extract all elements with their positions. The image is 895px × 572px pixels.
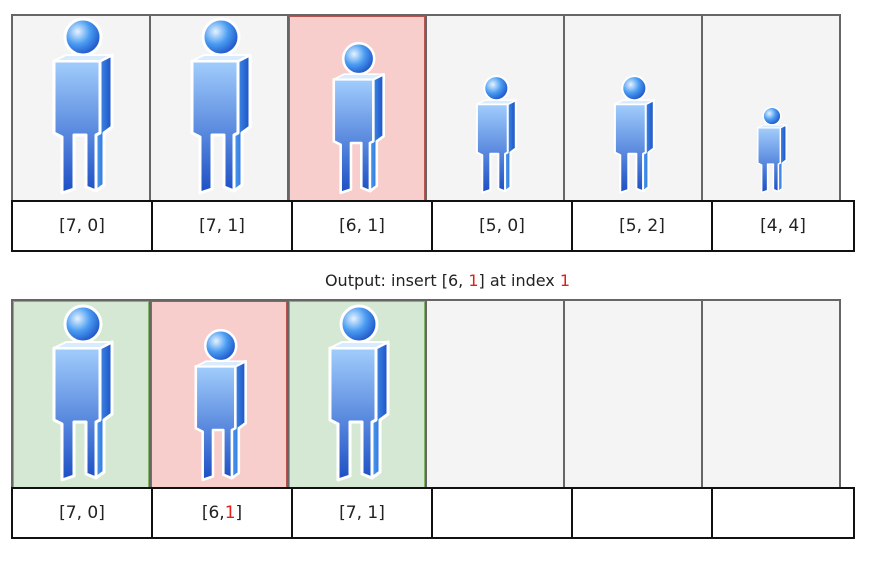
person-icon — [190, 17, 252, 195]
person-icon — [194, 328, 247, 482]
person-icon — [52, 304, 114, 482]
output-person-row — [11, 299, 841, 489]
output-person-cell — [151, 301, 289, 489]
input-person-cell — [427, 16, 565, 202]
output-label — [573, 489, 713, 537]
output-caption: Output: insert [6, 1] at index 1 — [0, 271, 895, 290]
person-icon — [475, 75, 517, 194]
output-label: [6, 1] — [153, 489, 293, 537]
input-person-cell — [289, 16, 427, 202]
output-label: [7, 1] — [293, 489, 433, 537]
input-label: [7, 0] — [13, 202, 153, 250]
input-person-cell — [13, 16, 151, 202]
caption-index: 1 — [559, 271, 571, 290]
output-label — [433, 489, 573, 537]
input-label: [7, 1] — [153, 202, 293, 250]
input-label: [4, 4] — [713, 202, 855, 250]
input-label: [5, 2] — [573, 202, 713, 250]
caption-middle: ] at index — [478, 271, 560, 290]
person-icon — [328, 304, 390, 482]
person-icon — [757, 106, 787, 194]
input-label: [6, 1] — [293, 202, 433, 250]
output-person-cell — [289, 301, 427, 489]
output-person-cell — [13, 301, 151, 489]
input-person-cell — [565, 16, 703, 202]
input-person-row — [11, 14, 841, 202]
caption-prefix: Output: insert [6, — [324, 271, 469, 290]
output-person-cell — [565, 301, 703, 489]
input-label-row: [7, 0] [7, 1] [6, 1] [5, 0] [5, 2] [4, 4… — [11, 200, 855, 252]
output-label-row: [7, 0] [6, 1] [7, 1] — [11, 487, 855, 539]
person-icon — [332, 41, 385, 195]
output-label — [713, 489, 855, 537]
input-person-cell — [703, 16, 841, 202]
caption-highlight: 1 — [468, 271, 479, 290]
person-icon — [52, 17, 114, 195]
output-person-cell — [703, 301, 841, 489]
input-label: [5, 0] — [433, 202, 573, 250]
output-person-cell — [427, 301, 565, 489]
output-label: [7, 0] — [13, 489, 153, 537]
input-person-cell — [151, 16, 289, 202]
person-icon — [613, 75, 655, 194]
